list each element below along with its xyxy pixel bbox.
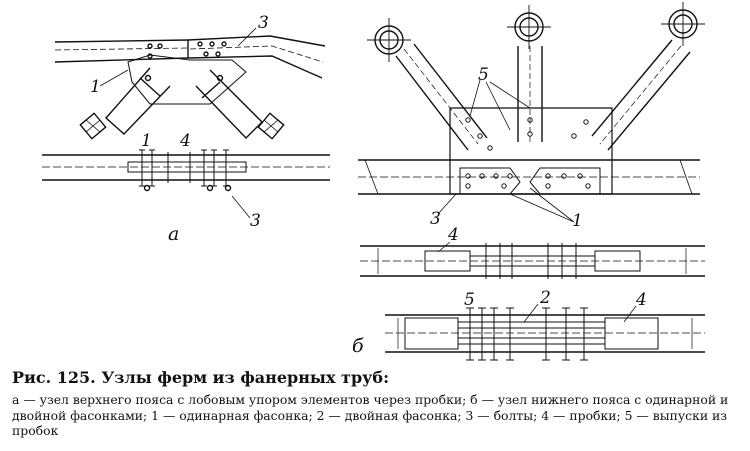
lower-chord-node <box>358 2 705 223</box>
truss-node-drawing: 3 1 1 4 3 а 5 3 1 4 5 2 4 б <box>42 2 705 361</box>
label-5-b-top: 5 <box>478 65 489 85</box>
label-2-b-double: 2 <box>539 288 551 308</box>
label-3-b: 3 <box>430 209 441 229</box>
figure-caption-text: а — узел верхнего пояса с лобовым упором… <box>12 392 729 438</box>
label-1-a-top: 1 <box>90 77 101 97</box>
pipe-circle-middle <box>507 5 551 49</box>
label-3-a-top: 3 <box>258 13 269 33</box>
label-3-a-plan: 3 <box>250 211 261 231</box>
label-4-a-plan: 4 <box>179 131 191 151</box>
label-5-b-double: 5 <box>464 290 475 310</box>
label-4-b-double: 4 <box>635 290 647 310</box>
pipe-circle-right <box>661 2 705 46</box>
upper-chord-plan <box>42 149 330 192</box>
figure-caption-title: Рис. 125. Узлы ферм из фанерных труб: <box>12 368 389 387</box>
sublabel-a: а <box>168 223 179 245</box>
label-1-b: 1 <box>572 211 583 231</box>
label-4-b-single: 4 <box>447 225 459 245</box>
double-gusset-plan <box>385 307 705 361</box>
single-gusset-plan <box>360 243 705 279</box>
upper-chord-node <box>54 35 326 140</box>
pipe-circle-left <box>367 18 411 62</box>
label-1-a-plan: 1 <box>141 131 152 151</box>
sublabel-b: б <box>352 335 364 357</box>
